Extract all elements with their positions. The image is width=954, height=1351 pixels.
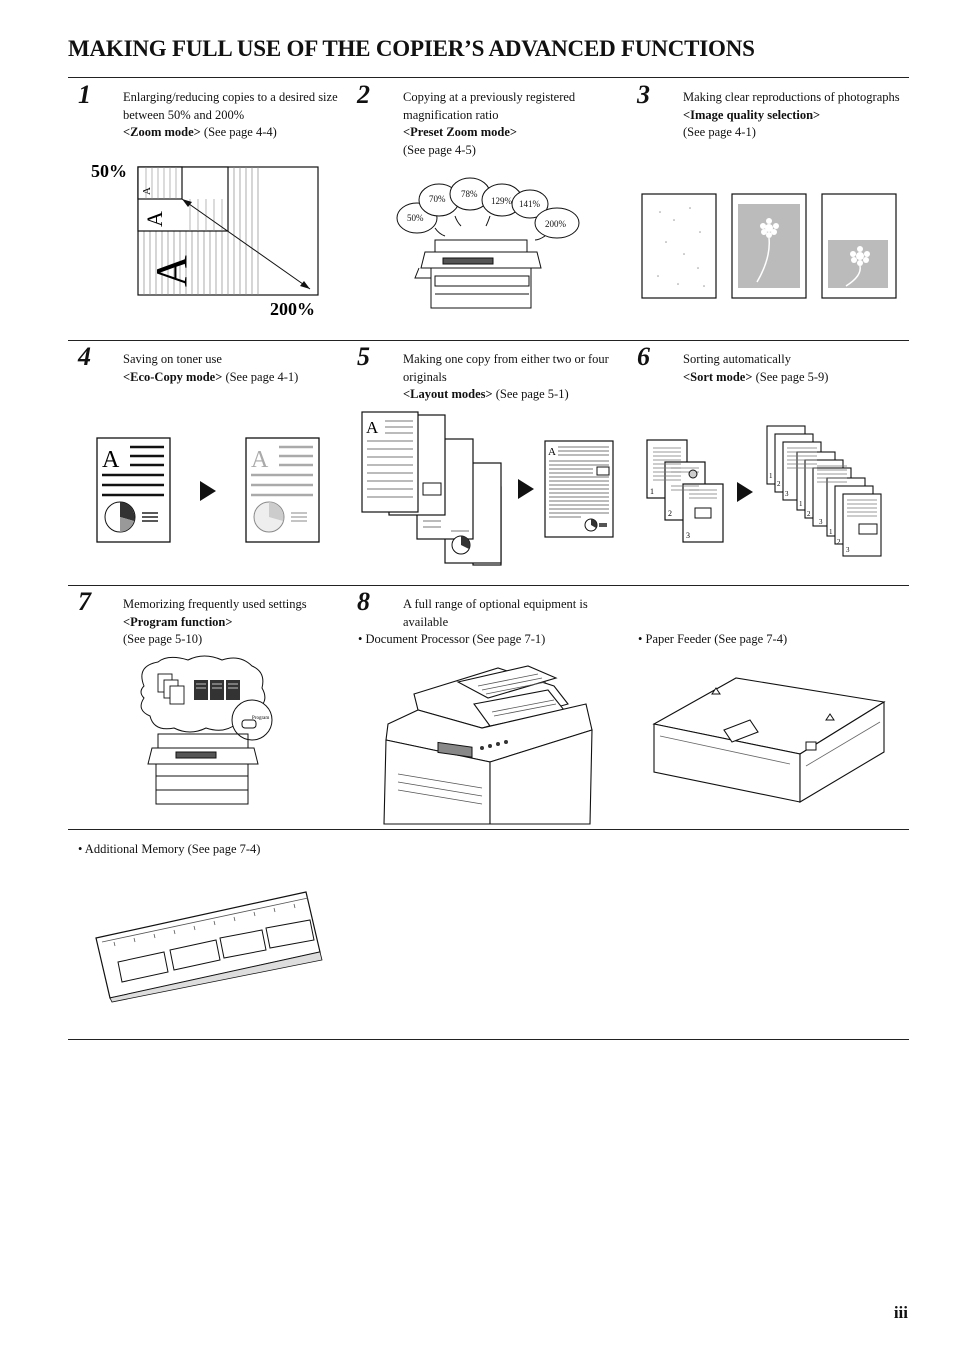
feature-description: Sorting automatically<Sort mode> (See pa… — [683, 352, 829, 384]
feature-number: 3 — [637, 80, 650, 109]
svg-text:70%: 70% — [429, 194, 446, 204]
feature-description: Copying at a previously registered magni… — [403, 90, 576, 157]
svg-text:3: 3 — [846, 546, 850, 554]
feature-description: A full range of optional equipment is av… — [403, 597, 588, 629]
svg-text:A: A — [251, 447, 269, 473]
svg-text:A: A — [548, 446, 556, 458]
svg-text:200%: 200% — [270, 299, 315, 319]
svg-text:A: A — [142, 211, 167, 227]
divider — [68, 829, 909, 830]
svg-text:50%: 50% — [407, 213, 424, 223]
paper-feeder-label: • Paper Feeder (See page 7-4) — [638, 632, 788, 646]
page-number: iii — [893, 1303, 908, 1322]
svg-text:3: 3 — [686, 531, 690, 540]
svg-text:3: 3 — [819, 518, 823, 526]
feature-number: 2 — [357, 80, 370, 109]
svg-text:A: A — [141, 187, 153, 195]
image-quality-illustration — [641, 193, 897, 299]
feature-number: 7 — [78, 587, 91, 616]
svg-text:2: 2 — [807, 510, 811, 518]
feature-number: 8 — [357, 587, 370, 616]
divider — [68, 77, 909, 78]
program-function-illustration: Program — [140, 655, 273, 805]
divider — [68, 1039, 909, 1040]
preset-zoom-illustration: 50% 70% 78% 129% 141% 200% — [396, 177, 580, 309]
svg-text:3: 3 — [785, 490, 789, 498]
svg-text:A: A — [147, 255, 196, 287]
memory-module-illustration — [95, 891, 323, 1003]
svg-text:1: 1 — [769, 472, 773, 480]
feature-number: 5 — [357, 342, 370, 371]
svg-text:A: A — [366, 418, 379, 437]
feature-number: 4 — [78, 342, 91, 371]
svg-text:1: 1 — [650, 487, 654, 496]
feature-description: Making one copy from either two or four … — [403, 352, 609, 401]
divider — [68, 585, 909, 586]
additional-memory-label: • Additional Memory (See page 7-4) — [78, 842, 261, 856]
page-title: MAKING FULL USE OF THE COPIER’S ADVANCED… — [68, 36, 755, 61]
zoom-illustration: 50% A A A 200% — [91, 161, 319, 319]
svg-text:1: 1 — [829, 528, 833, 536]
feature-number: 6 — [637, 342, 650, 371]
feature-description: Saving on toner use<Eco-Copy mode> (See … — [123, 352, 299, 384]
svg-text:A: A — [102, 447, 120, 473]
eco-copy-illustration: A A — [96, 437, 320, 543]
divider — [68, 340, 909, 341]
svg-text:2: 2 — [837, 538, 841, 546]
layout-mode-illustration: A A — [361, 411, 614, 566]
sort-mode-illustration: 123 123 123 123 — [646, 425, 882, 557]
svg-text:1: 1 — [799, 500, 803, 508]
svg-text:Program: Program — [252, 716, 269, 721]
paper-feeder-illustration — [652, 677, 886, 803]
svg-text:200%: 200% — [545, 219, 567, 229]
feature-description: Making clear reproductions of photograph… — [683, 90, 900, 139]
document-processor-label: • Document Processor (See page 7-1) — [358, 632, 546, 646]
feature-description: Memorizing frequently used settings <Pro… — [123, 597, 307, 646]
svg-text:78%: 78% — [461, 189, 478, 199]
feature-description: Enlarging/reducing copies to a desired s… — [123, 90, 338, 139]
svg-text:50%: 50% — [91, 161, 127, 181]
svg-text:129%: 129% — [491, 196, 513, 206]
document-processor-illustration — [383, 665, 593, 825]
svg-text:2: 2 — [777, 480, 781, 488]
svg-text:141%: 141% — [519, 199, 541, 209]
svg-text:2: 2 — [668, 509, 672, 518]
feature-number: 1 — [78, 80, 91, 109]
